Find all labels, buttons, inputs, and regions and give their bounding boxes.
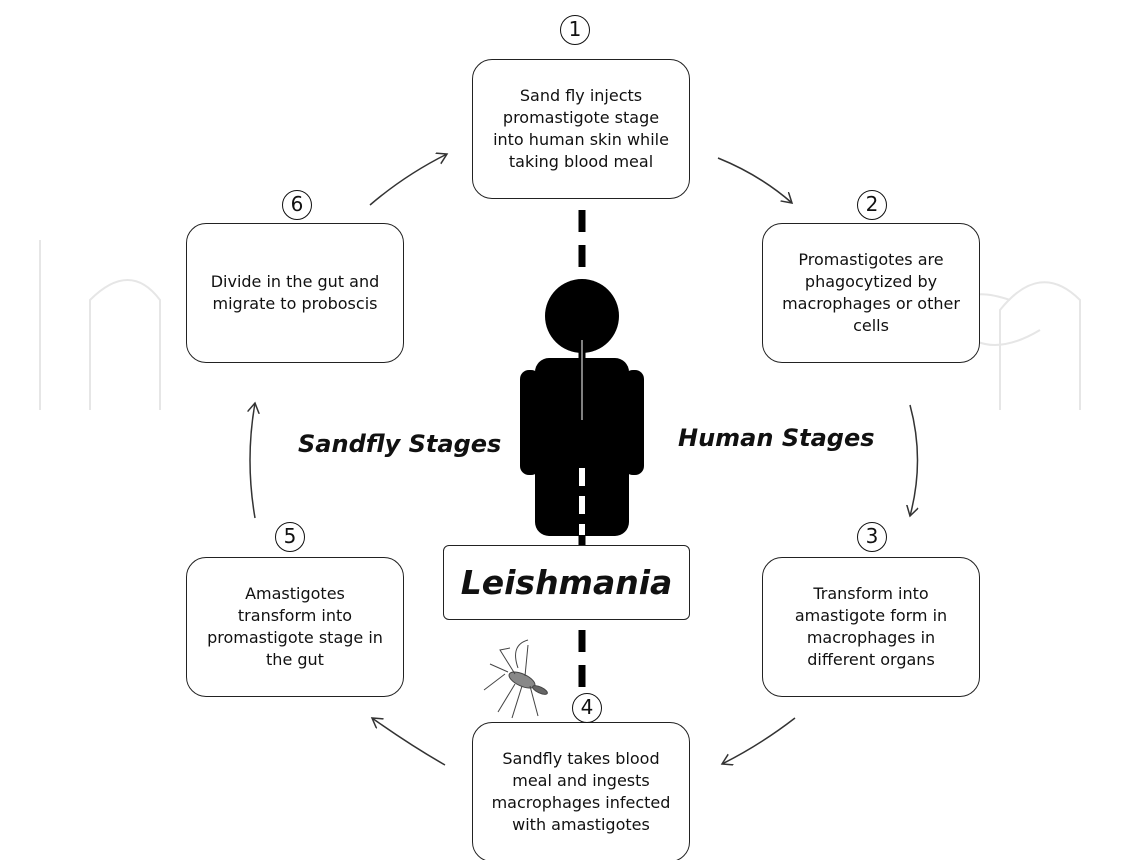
step-4-line: meal and ingests <box>512 771 650 790</box>
step-4-box: Sandfly takes blood meal and ingests mac… <box>472 722 690 860</box>
step-4-line: Sandfly takes blood <box>502 749 660 768</box>
step-5-line: the gut <box>266 650 324 669</box>
step-3-line: different organs <box>807 650 935 669</box>
step-1-line: taking blood meal <box>508 152 654 171</box>
step-5-box: Amastigotes transform into promastigote … <box>186 557 404 697</box>
step-6-number: 6 <box>282 190 312 220</box>
sandfly-icon <box>483 639 548 719</box>
step-5-line: Amastigotes <box>245 584 345 603</box>
step-2-line: Promastigotes are <box>798 250 944 269</box>
sandfly-stages-label: Sandfly Stages <box>298 430 502 458</box>
step-2-line: macrophages or other <box>782 294 960 313</box>
step-5-line: transform into <box>237 606 353 625</box>
cycle-arrow-icon <box>250 154 918 766</box>
step-1-box: Sand fly injects promastigote stage into… <box>472 59 690 199</box>
step-3-line: Transform into <box>813 584 929 603</box>
step-4-line: with amastigotes <box>512 815 650 834</box>
human-figure-icon <box>520 279 644 536</box>
step-3-box: Transform into amastigote form in macrop… <box>762 557 980 697</box>
step-6-line: migrate to proboscis <box>212 294 378 313</box>
diagram-title: Leishmania <box>460 563 673 602</box>
step-3-number: 3 <box>857 522 887 552</box>
step-3-line: amastigote form in <box>794 606 948 625</box>
step-1-line: promastigote stage <box>502 108 660 127</box>
leishmania-title-box: Leishmania <box>443 545 690 620</box>
step-5-number: 5 <box>275 522 305 552</box>
step-2-number: 2 <box>857 190 887 220</box>
step-6-box: Divide in the gut and migrate to probosc… <box>186 223 404 363</box>
step-5-line: promastigote stage in <box>207 628 383 647</box>
watermark <box>39 240 1081 410</box>
step-1-line: Sand fly injects <box>519 86 643 105</box>
step-3-line: macrophages in <box>806 628 936 647</box>
step-1-number: 1 <box>560 15 590 45</box>
step-1-line: into human skin while <box>493 130 669 149</box>
step-6-line: Divide in the gut and <box>210 272 380 291</box>
human-stages-label: Human Stages <box>678 424 875 452</box>
step-2-line: cells <box>853 316 889 335</box>
step-4-line: macrophages infected <box>491 793 671 812</box>
step-2-box: Promastigotes are phagocytized by macrop… <box>762 223 980 363</box>
step-2-line: phagocytized by <box>804 272 938 291</box>
step-4-number: 4 <box>572 693 602 723</box>
